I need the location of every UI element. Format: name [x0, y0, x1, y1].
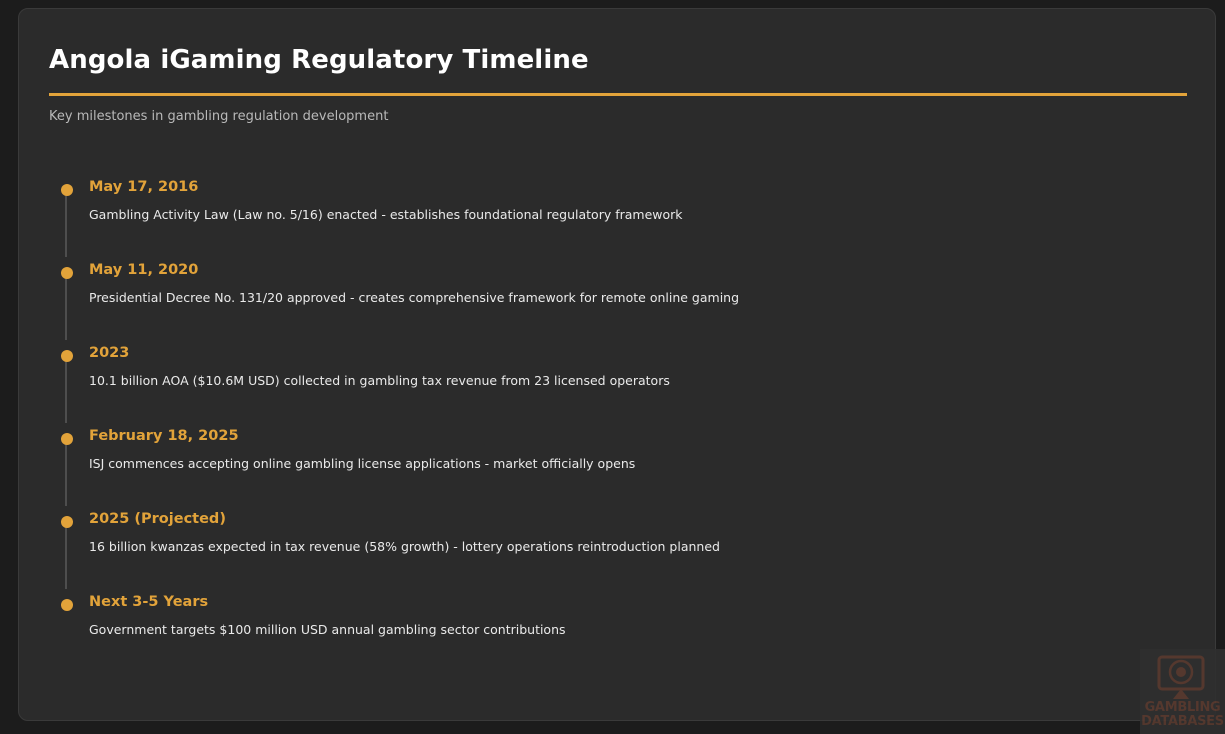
event-description: Presidential Decree No. 131/20 approved …: [89, 290, 740, 305]
timeline-marker-dot: [61, 267, 73, 279]
page-subtitle: Key milestones in gambling regulation de…: [49, 109, 389, 124]
timeline: May 17, 2016 Gambling Activity Law (Law …: [19, 9, 1215, 720]
page-title: Angola iGaming Regulatory Timeline: [49, 45, 589, 75]
event-description: Gambling Activity Law (Law no. 5/16) ena…: [89, 207, 683, 222]
timeline-marker-dot: [61, 516, 73, 528]
watermark-text: GAMBLING: [1144, 700, 1221, 715]
timeline-connector: [65, 359, 67, 423]
event-date: 2023: [89, 345, 130, 361]
title-divider: [49, 93, 1187, 96]
timeline-connector: [65, 193, 67, 257]
timeline-card: Angola iGaming Regulatory Timeline Key m…: [18, 8, 1216, 721]
event-date: May 11, 2020: [89, 262, 199, 278]
watermark-text: DATABASES: [1141, 714, 1224, 729]
event-description: Government targets $100 million USD annu…: [89, 622, 566, 637]
timeline-marker-dot: [61, 350, 73, 362]
event-date: February 18, 2025: [89, 428, 239, 444]
timeline-connector: [65, 442, 67, 506]
timeline-marker-dot: [61, 433, 73, 445]
timeline-connector: [65, 276, 67, 340]
monitor-chip-icon: [1157, 655, 1205, 699]
event-description: 16 billion kwanzas expected in tax reven…: [89, 539, 720, 554]
event-date: Next 3-5 Years: [89, 594, 209, 610]
event-description: ISJ commences accepting online gambling …: [89, 456, 636, 471]
timeline-marker-dot: [61, 184, 73, 196]
event-description: 10.1 billion AOA ($10.6M USD) collected …: [89, 373, 670, 388]
timeline-connector: [65, 525, 67, 589]
event-date: May 17, 2016: [89, 179, 199, 195]
timeline-marker-dot: [61, 599, 73, 611]
watermark-logo: GAMBLING DATABASES: [1140, 649, 1225, 734]
event-date: 2025 (Projected): [89, 511, 226, 527]
